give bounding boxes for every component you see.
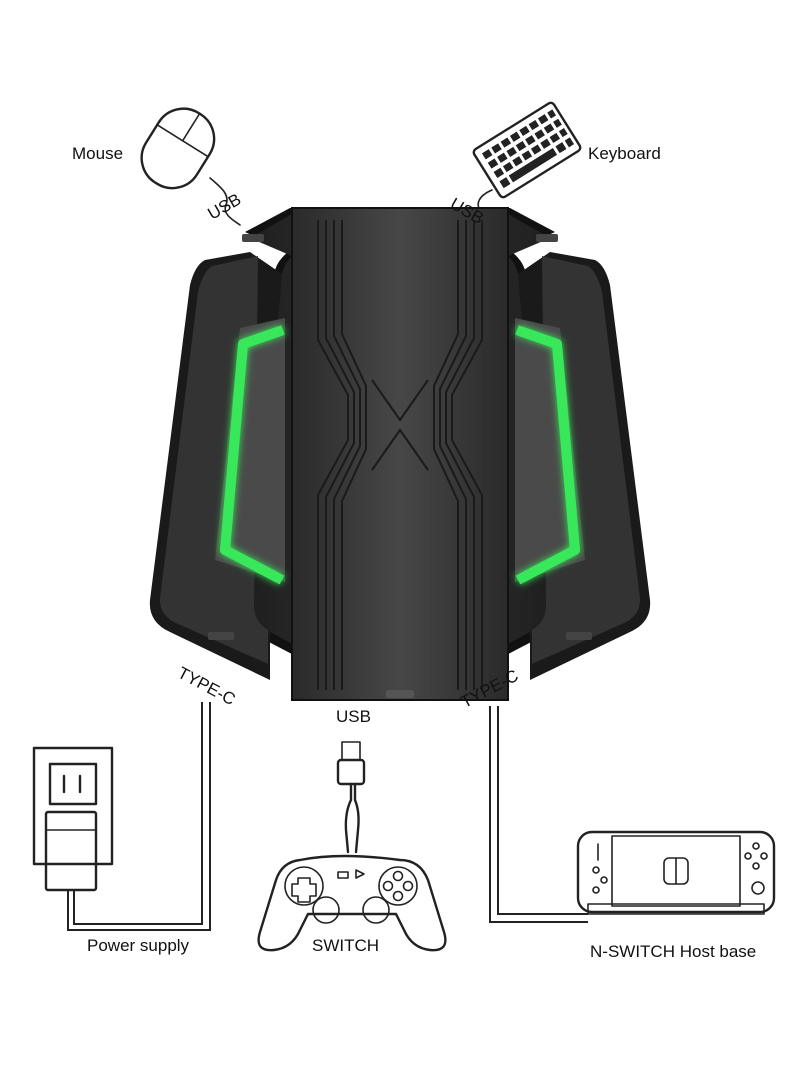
converter-hub-icon	[149, 207, 651, 701]
label-mouse: Mouse	[72, 144, 124, 163]
label-switch-host: N-SWITCH Host base	[590, 942, 757, 961]
label-switch-controller: SWITCH	[312, 936, 380, 955]
wall-outlet-icon	[32, 746, 114, 892]
keyboard-icon	[472, 101, 582, 211]
mouse-icon	[140, 107, 241, 226]
green-light-strip	[220, 325, 580, 585]
label-usb-bottom: USB	[336, 707, 371, 726]
label-keyboard: Keyboard	[588, 144, 661, 163]
nintendo-switch-dock-icon	[576, 830, 776, 915]
gamepad-icon	[257, 854, 447, 952]
usb-cable	[336, 741, 366, 854]
label-power-supply: Power supply	[87, 936, 190, 955]
